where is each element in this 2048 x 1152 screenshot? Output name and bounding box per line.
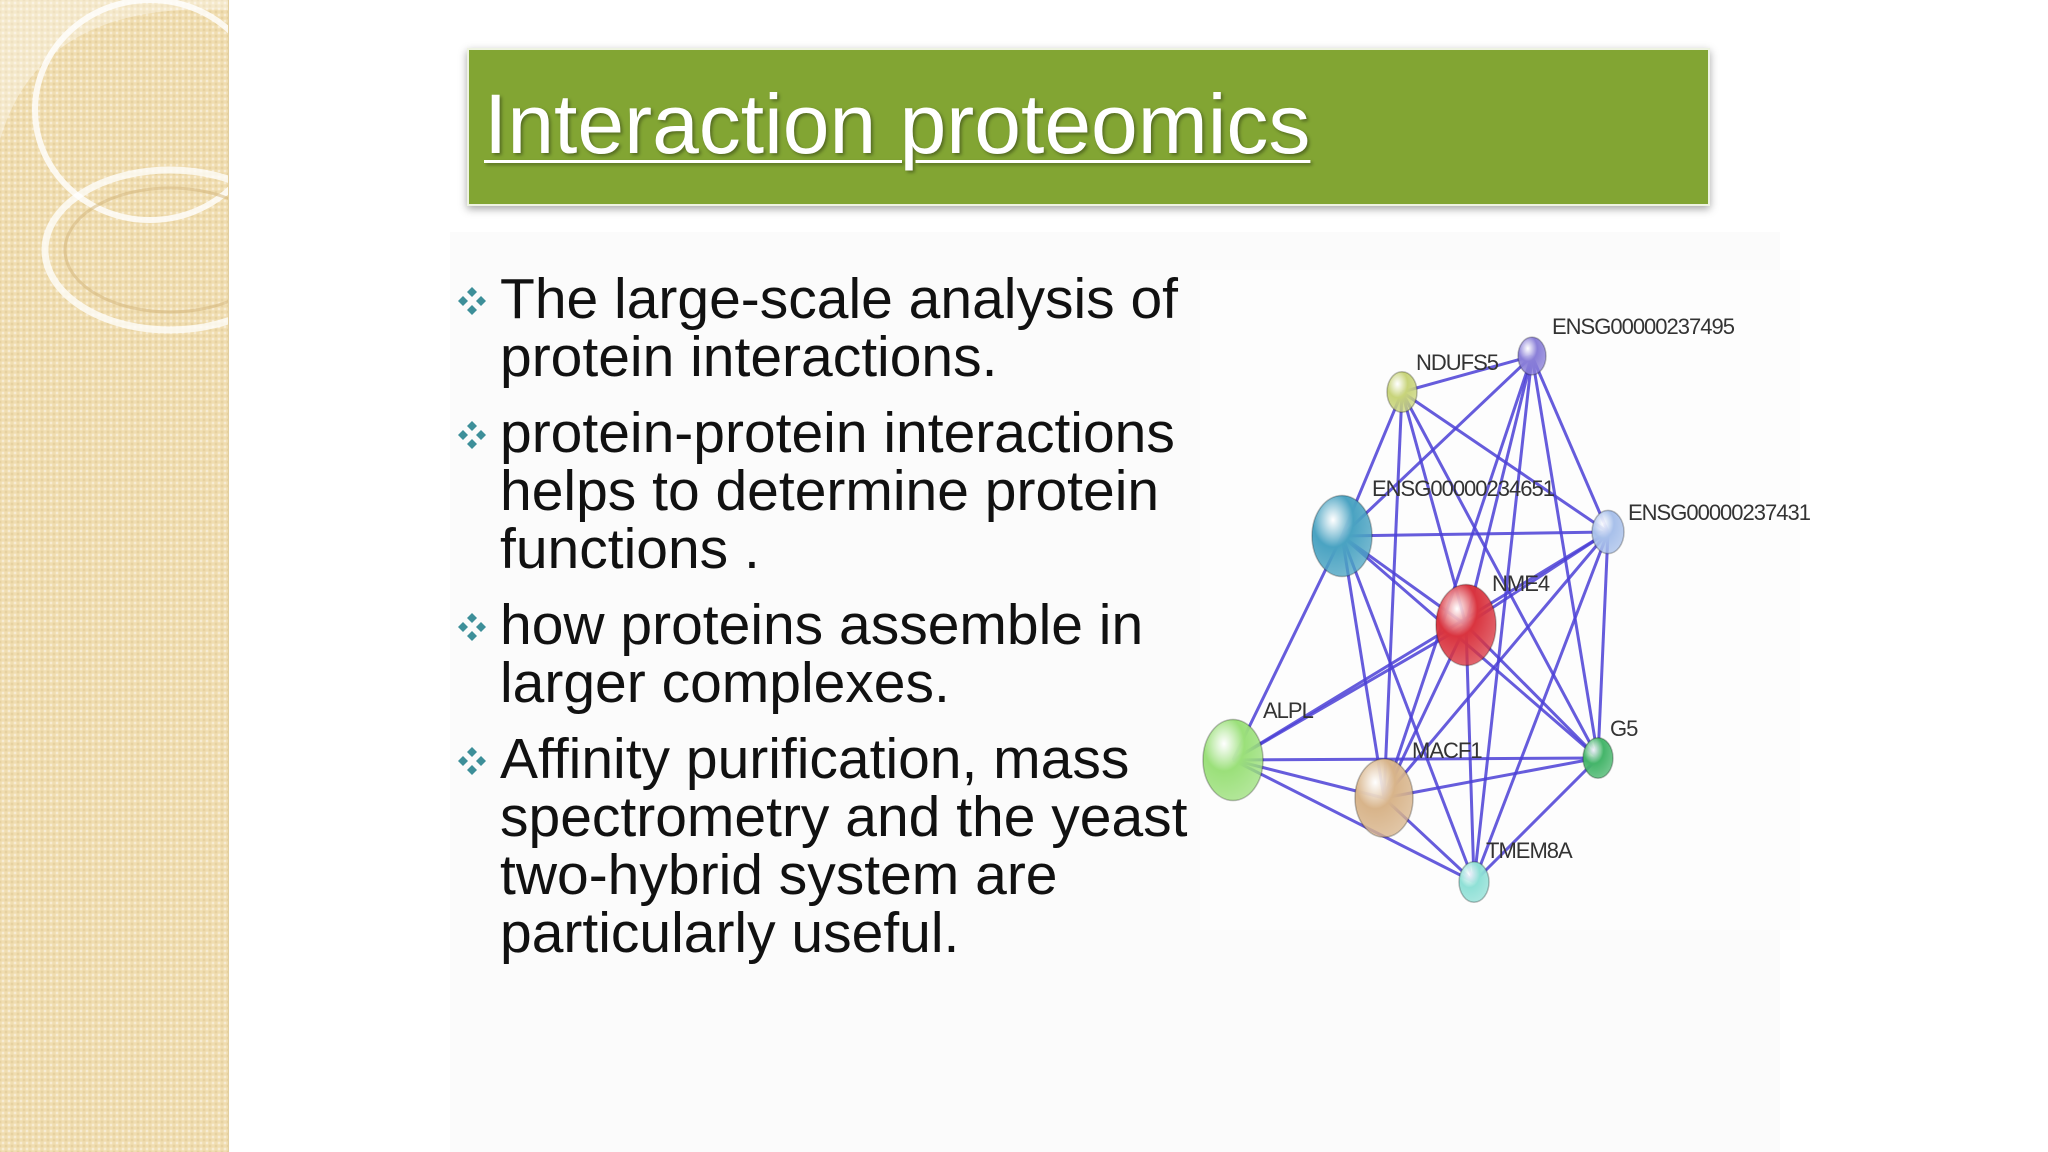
network-edge <box>1340 354 1534 538</box>
network-node <box>1435 583 1497 667</box>
bullet-text: The large-scale analysis of protein inte… <box>500 267 1178 389</box>
protein-network-graph: ENSG00000237495NDUFS5ENSG00000234651ENSG… <box>1202 314 1812 903</box>
network-node <box>1202 718 1264 802</box>
network-nodes <box>1202 336 1625 903</box>
network-edge <box>1231 535 1344 761</box>
network-node-label: ENSG00000237431 <box>1628 500 1811 525</box>
network-edge <box>1341 530 1609 538</box>
diamond-bullet-icon <box>458 747 486 775</box>
network-node-label: ALPL <box>1263 698 1314 723</box>
bullet-text: Affinity purification, mass spectrometry… <box>500 727 1188 965</box>
network-edge <box>1383 756 1599 800</box>
network-edge <box>1400 391 1600 759</box>
network-edge <box>1232 530 1609 762</box>
network-node <box>1354 758 1414 838</box>
network-edge <box>1596 531 1610 759</box>
decorative-sidebar <box>0 0 229 1152</box>
network-node <box>1311 494 1373 578</box>
network-edge <box>1382 531 1610 799</box>
diamond-bullet-icon <box>458 613 486 641</box>
network-edge <box>1464 355 1534 626</box>
network-edge <box>1401 390 1609 534</box>
network-edges <box>1231 354 1610 884</box>
network-edge <box>1472 756 1600 884</box>
network-edge <box>1232 756 1599 762</box>
network-labels: ENSG00000237495NDUFS5ENSG00000234651ENSG… <box>1263 314 1812 863</box>
network-edge <box>1472 355 1534 883</box>
network-node-label: G5 <box>1610 716 1638 741</box>
network-edge <box>1464 624 1476 883</box>
network-node <box>1386 371 1418 413</box>
network-edge <box>1232 623 1467 762</box>
slide-title: Interaction proteomics <box>484 77 1311 171</box>
network-edge <box>1530 355 1610 533</box>
network-edge <box>1340 535 1476 883</box>
network-node <box>1582 737 1614 779</box>
bullet-list: The large-scale analysis of protein inte… <box>455 270 1215 980</box>
network-edge <box>1232 758 1475 884</box>
network-edge <box>1400 391 1468 626</box>
title-bar: Interaction proteomics <box>467 48 1710 206</box>
network-edge <box>1382 355 1534 799</box>
network-node <box>1517 336 1547 376</box>
network-edge <box>1401 354 1533 394</box>
bullet-item: Affinity purification, mass spectrometry… <box>455 730 1215 962</box>
diamond-bullet-icon <box>458 287 486 315</box>
network-node-label: NME4 <box>1492 571 1550 596</box>
bullet-item: protein-protein interactions helps to de… <box>455 404 1215 578</box>
diamond-bullet-icon <box>458 421 486 449</box>
network-node-label: TMEM8A <box>1486 838 1573 863</box>
network-node-label: ENSG00000237495 <box>1552 314 1735 339</box>
bullet-item: The large-scale analysis of protein inte… <box>455 270 1215 386</box>
network-edge <box>1340 535 1386 799</box>
bullet-text: protein-protein interactions helps to de… <box>500 401 1175 581</box>
network-node <box>1458 861 1490 903</box>
network-node-label: NDUFS5 <box>1416 350 1499 375</box>
bullet-item: how proteins assemble in larger complexe… <box>455 596 1215 712</box>
network-edge <box>1382 391 1404 799</box>
bullet-text: how proteins assemble in larger complexe… <box>500 593 1144 715</box>
network-node-label: ENSG00000234651 <box>1372 476 1555 501</box>
network-node <box>1591 509 1625 555</box>
decorative-rings <box>0 0 228 334</box>
network-node-label: MACF1 <box>1412 738 1482 763</box>
network-edge <box>1472 531 1610 883</box>
